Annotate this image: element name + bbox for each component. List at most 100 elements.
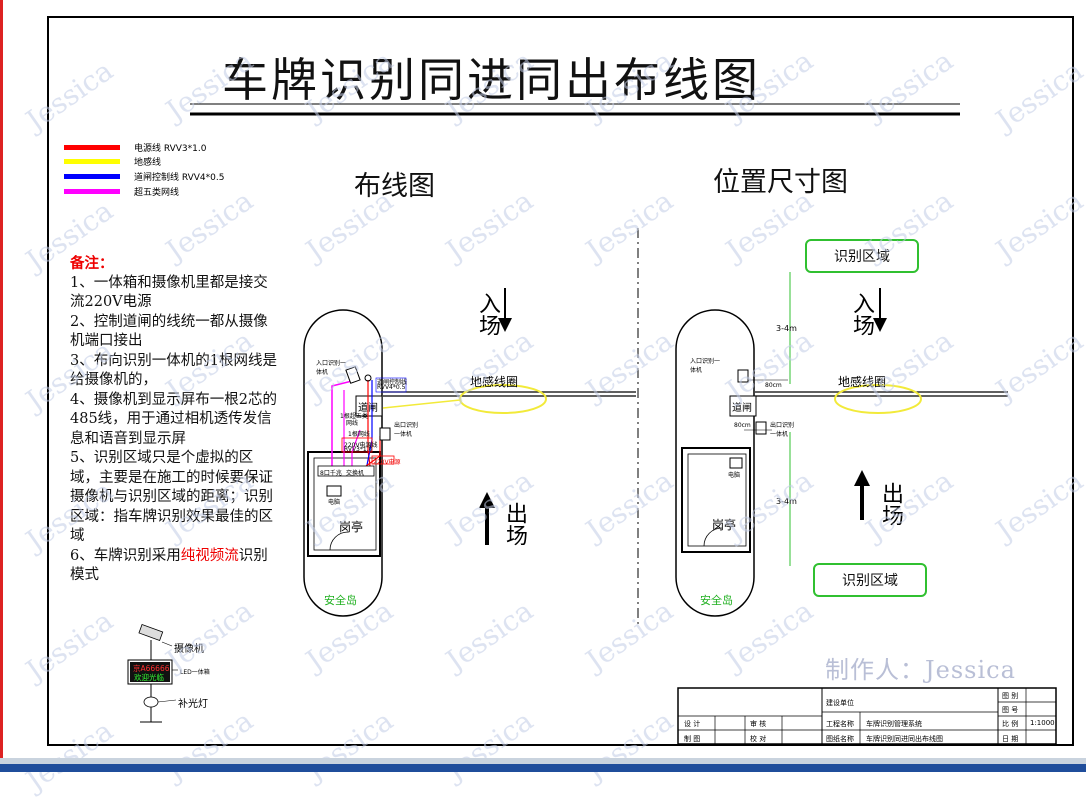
loop-left xyxy=(459,384,547,414)
tb-drawing-value: 车牌识别同进同出布线图 xyxy=(866,735,943,743)
notes-heading: 备注： xyxy=(70,255,114,272)
legend-swatch-network xyxy=(64,188,120,194)
tb-drawing-type: 图 别 xyxy=(1002,692,1019,700)
wiring-entrance-camera-label: 入口识别一体机 xyxy=(316,360,347,376)
exit-arrow-left xyxy=(479,492,495,545)
legend-swatch-loop xyxy=(64,158,120,164)
position-booth-label: 岗亭 xyxy=(712,518,737,532)
position-gate-label: 道闸 xyxy=(732,403,752,414)
tb-check: 校 对 xyxy=(750,735,767,743)
device-light-label: 补光灯 xyxy=(178,699,208,710)
entrance-camera-left xyxy=(345,366,361,384)
entrance-post-left xyxy=(364,374,372,382)
legend-label-network: 超五类网线 xyxy=(134,187,180,198)
wire-control xyxy=(365,380,373,471)
device-illustration xyxy=(127,623,178,723)
legend-label-control: 道闸控制线 RVV4*0.5 xyxy=(134,172,225,183)
wiring-power-b-label: 220V电源 xyxy=(373,459,401,466)
note-item: 4、摄像机到显示屏布一根2芯的485线，用于通过相机透传发信息和语音到显示屏 xyxy=(70,391,277,447)
position-loop-label: 地感线圈 xyxy=(838,375,887,389)
position-exit-camera-label: 出口识别一体机 xyxy=(770,422,795,438)
position-pc-label: 电脑 xyxy=(728,472,741,479)
position-entrance-camera-label: 入口识别一体机 xyxy=(690,358,721,374)
title-block-grid xyxy=(677,687,1057,745)
booth-left-inner xyxy=(313,457,377,551)
wiring-switch-b-label: 交换机 xyxy=(346,470,365,477)
note-item: 3、布向识别一体机的1根网线是给摄像机的， xyxy=(70,352,277,389)
legend-power: 电源线 RVV3*1.0 xyxy=(64,140,206,154)
entry-arrow-right xyxy=(873,288,887,332)
note-6-highlight: 纯视频流 xyxy=(180,547,239,564)
led-plate-text: 京A66666 xyxy=(133,664,170,673)
note-item-6: 6、车牌识别采用纯视频流识别模式 xyxy=(70,547,280,586)
wiring-gate-label: 道闸 xyxy=(358,403,378,414)
tb-review: 审 核 xyxy=(750,720,767,728)
entrance-camera-right xyxy=(737,369,749,383)
tb-scale-label: 比 例 xyxy=(1002,720,1019,728)
bottom-bar xyxy=(0,764,1086,772)
loop-wire xyxy=(382,399,461,409)
exit-camera-right xyxy=(755,421,767,435)
gate-box-left xyxy=(355,395,383,417)
wiring-network-2-label: 1根网线 xyxy=(348,431,370,438)
distance-top-label: 3-4m xyxy=(776,324,797,333)
wiring-diagram-title: 布线图 xyxy=(354,171,435,202)
island-outline-right xyxy=(675,309,755,617)
tb-project-value: 车牌识别管理系统 xyxy=(866,720,922,728)
maker-signature: 制作人：Jessica xyxy=(825,656,1016,684)
position-exit-label: 出场 xyxy=(878,482,903,526)
light-fixture xyxy=(143,696,159,708)
switch-left xyxy=(317,465,375,477)
wiring-pc-label: 电脑 xyxy=(328,499,341,506)
pc-left xyxy=(326,485,342,497)
booth-door-left xyxy=(329,531,349,551)
tb-build-unit: 建设单位 xyxy=(826,699,854,707)
control-label-box xyxy=(375,377,407,393)
legend-swatch-power xyxy=(64,144,120,150)
position-entry-label: 入场 xyxy=(849,292,874,336)
power-label-box-2 xyxy=(371,455,395,465)
island-outline-left xyxy=(303,309,383,617)
note-item: 5、识别区域只是个虚拟的区域，主要是在施工的时候要保证摄像机与识别区域的距离；识… xyxy=(70,450,273,544)
tb-date: 日 期 xyxy=(1002,735,1019,743)
offset-a-label: 80cm xyxy=(765,382,782,389)
tb-scale-value: 1:1000 xyxy=(1030,719,1055,727)
tb-drawing-no: 图 号 xyxy=(1002,706,1019,714)
exit-arrow-right xyxy=(854,470,870,520)
diagram-graphics xyxy=(127,103,1057,745)
position-island xyxy=(675,272,1008,617)
position-diagram-title: 位置尺寸图 xyxy=(713,167,848,198)
legend-control: 道闸控制线 RVV4*0.5 xyxy=(64,169,224,183)
wire-power xyxy=(367,380,371,467)
recognition-zone-bottom: 识别区域 xyxy=(813,563,927,597)
tb-project-label: 工程名称 xyxy=(826,720,854,728)
wiring-power-a-label: 220V电源线 xyxy=(344,442,378,449)
legend-label-power: 电源线 RVV3*1.0 xyxy=(134,143,207,154)
gate-box-right xyxy=(729,395,757,417)
tb-drawing-label: 图纸名称 xyxy=(826,735,854,743)
wiring-network-1-label: 1根超五类 xyxy=(340,413,368,420)
pc-right xyxy=(729,457,743,469)
bottom-taskbar-strip xyxy=(0,758,1086,772)
booth-right-inner xyxy=(687,453,747,547)
legend-swatch-control xyxy=(64,173,120,179)
wiring-island-label: 安全岛 xyxy=(324,594,357,607)
device-led-label: LED一体箱 xyxy=(180,669,210,676)
note-6-prefix: 6、车牌识别采用 xyxy=(70,547,181,564)
wiring-loop-label: 地感线圈 xyxy=(470,375,519,389)
position-island-label: 安全岛 xyxy=(700,594,733,607)
camera-body xyxy=(138,623,164,641)
exit-camera-left xyxy=(379,427,391,441)
led-screen xyxy=(130,662,170,682)
tb-draw: 制 图 xyxy=(684,735,701,743)
legend-loop: 地感线 xyxy=(64,154,161,168)
loop-right xyxy=(834,384,922,414)
wiring-exit-label: 出场 xyxy=(502,502,527,546)
note-item: 2、控制道闸的线统一都从摄像机端口接出 xyxy=(70,313,268,350)
left-edge-line xyxy=(0,0,3,772)
leader-light xyxy=(157,699,177,703)
drawing-sheet xyxy=(47,16,1074,746)
wiring-network-1b-label: 网线 xyxy=(346,420,359,427)
wiring-exit-camera-label: 出口识别一体机 xyxy=(394,422,419,438)
tb-design: 设 计 xyxy=(684,720,701,728)
